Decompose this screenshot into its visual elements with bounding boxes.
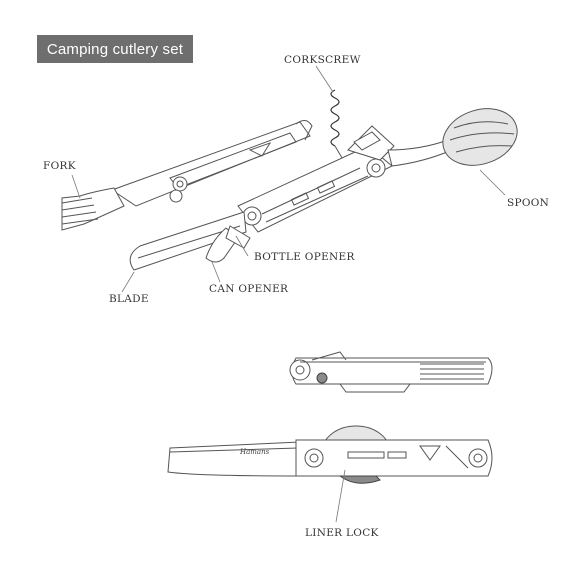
leader-blade [121, 271, 135, 293]
leader-can [211, 261, 221, 283]
label-spoon: SPOON [507, 197, 550, 209]
label-liner-lock: LINER LOCK [305, 527, 379, 539]
main-body [237, 125, 395, 233]
folded-tool-fork-side [289, 351, 493, 393]
label-fork: FORK [43, 160, 76, 172]
label-blade: BLADE [109, 293, 149, 305]
spoon [387, 108, 518, 167]
leader-bottle [235, 235, 249, 257]
leader-spoon [479, 169, 506, 196]
leader-fork [71, 174, 81, 199]
diagram-title: Camping cutlery set [37, 35, 193, 63]
leader-corkscrew [315, 65, 334, 93]
label-can-opener: CAN OPENER [209, 283, 289, 295]
label-bottle-opener: BOTTLE OPENER [254, 251, 355, 263]
label-corkscrew: CORKSCREW [284, 54, 361, 66]
leader-liner-lock [335, 469, 346, 523]
blade-engraving: Hamans [240, 448, 270, 456]
openers [205, 225, 251, 263]
fork-head [61, 187, 125, 231]
fork-arm [110, 120, 313, 207]
folded-tool-knife-side [167, 425, 493, 484]
